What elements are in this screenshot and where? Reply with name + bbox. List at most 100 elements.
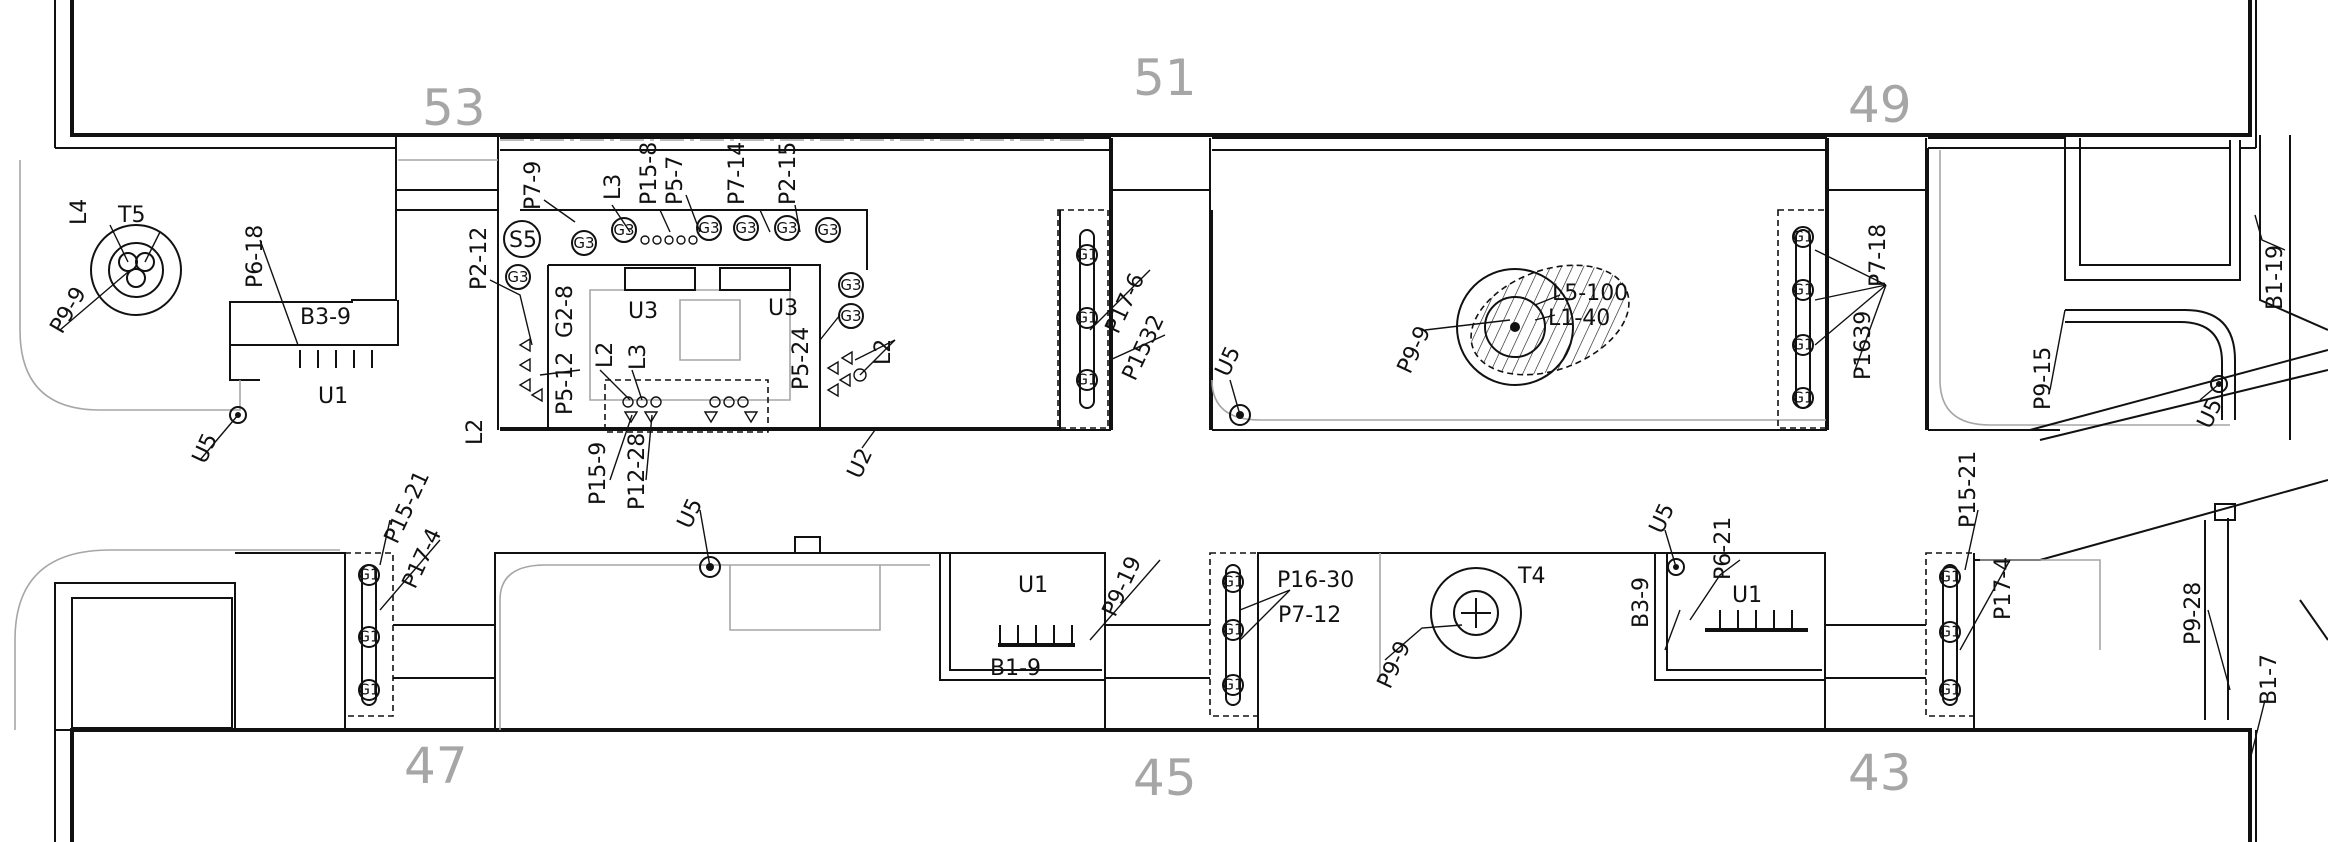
label-p7-12: P7-12 [1278,603,1341,628]
label-p17-4-b: P17-4 [1991,557,2016,620]
g1-symbol-label: G1 [1076,246,1097,264]
g1-symbol-label: G1 [1222,621,1243,639]
g1-symbol-circle [1076,369,1098,391]
label-u3-a: U3 [628,299,658,324]
g1-symbol-label: G1 [1792,228,1813,246]
g3-symbol-label: G3 [613,221,634,239]
label-b1-19: B1-19 [2263,245,2288,310]
label-b3-9-a: B3-9 [300,305,351,330]
g1-symbol-label: G1 [358,628,379,646]
upper-row-outlines [19,135,2328,441]
g3-symbol-label: G3 [735,219,756,237]
g1-symbol-circle [358,679,380,701]
g1-symbol-label: G1 [1792,336,1813,354]
g1-symbol-label: G1 [1076,309,1097,327]
g3-symbol-label: G3 [840,307,861,325]
label-p16-39: P1639 [1851,311,1876,380]
g1-symbol-label: G1 [1222,573,1243,591]
label-p7-18: P7-18 [1866,224,1891,287]
label-u1-a: U1 [318,384,348,409]
g1-symbol-label: G1 [1939,568,1960,586]
g3-symbol-circle [571,230,597,256]
g3-symbol-label: G3 [817,221,838,239]
tree-symbol-t5 [90,224,182,316]
label-p5-7: P5-7 [663,156,688,205]
label-l4: L4 [67,199,92,225]
label-p2-15: P2-15 [776,142,801,205]
label-p5-24: P5-24 [789,327,814,390]
plot-numbers: 53 51 49 47 45 43 [404,49,1912,807]
g1-markers [361,229,1958,706]
lower-row-outlines [14,479,2328,731]
label-u1-b: U1 [1018,573,1048,598]
top-building [54,0,2257,149]
label-u5-b: U5 [1211,343,1246,381]
g1-symbol-circle [1222,674,1244,696]
bottom-building [54,728,2257,842]
g1-symbol-circle [358,626,380,648]
g1-symbol-circle [1076,244,1098,266]
label-p9-15: P9-15 [2031,347,2056,410]
label-t5: T5 [117,203,145,228]
s5-label: S5 [509,228,537,253]
label-u3-b: U3 [768,296,798,321]
g1-symbol-label: G1 [1939,623,1960,641]
label-p6-18: P6-18 [243,225,268,288]
g3-symbol-label: G3 [840,276,861,294]
plot-number-49: 49 [1848,76,1912,134]
label-p12-28: P12-28 [625,433,650,510]
g3-symbol-circle [696,215,722,241]
label-l3-b: L3 [626,344,651,370]
label-p7-9: P7-9 [521,161,546,210]
g3-symbol-label: G3 [573,234,594,252]
plot-number-53: 53 [422,79,486,137]
annotation-labels: L4 T5 P9-9 P6-18 B3-9 U1 U5 P2-12 P7-9 L… [46,142,2288,705]
label-p5-12: P5-12 [553,352,578,415]
g1-symbol-label: G1 [358,566,379,584]
label-p7-14: P7-14 [725,142,750,205]
label-l1-40: L1-40 [1548,306,1610,331]
plot-number-43: 43 [1848,744,1912,802]
g1-symbol-circle [1792,334,1814,356]
label-l2-a: L2 [463,419,488,445]
l2-triangle-markers [518,235,867,424]
label-p15-8: P15-8 [637,142,662,205]
label-p6-21: P6-21 [1711,517,1736,580]
label-u5-e: U5 [1645,500,1680,538]
g1-symbol-circle [1792,387,1814,409]
label-u5-a: U5 [188,430,223,468]
g1-symbol-circle [1222,571,1244,593]
g1-symbol-circle [358,564,380,586]
label-l2-c: L2 [871,339,896,365]
g3-symbol-circle [815,217,841,243]
hatched-tree-crown [1456,264,1630,386]
label-p9-9-a: P9-9 [46,283,92,338]
g3-symbol-circle [505,264,531,290]
g1-symbol-circle [1076,307,1098,329]
label-l2-b: L2 [593,342,618,368]
g1-symbol-label: G1 [1939,681,1960,699]
label-b1-7: B1-7 [2257,654,2282,705]
u1-gullies [299,350,1808,647]
g3-symbol-label: G3 [698,219,719,237]
g3-symbol-label: G3 [776,219,797,237]
g1-symbol-circle [1792,279,1814,301]
plot-number-51: 51 [1133,49,1197,107]
g1-symbol-label: G1 [1792,389,1813,407]
label-p9-28: P9-28 [2181,582,2206,645]
g1-symbol-circle [1222,619,1244,641]
label-l3-a: L3 [601,174,626,200]
plot-number-45: 45 [1133,749,1197,807]
label-p9-9-b: P9-9 [1393,322,1436,377]
g1-symbol-circle [1939,566,1961,588]
label-b3-9-b: B3-9 [1629,577,1654,628]
label-l5-100: L5-100 [1552,281,1628,306]
label-t4: T4 [1517,564,1545,589]
label-p16-30: P16-30 [1277,568,1354,593]
label-u1-c: U1 [1732,583,1762,608]
label-b1-9: B1-9 [990,656,1041,681]
tree-symbol-t4 [1430,567,1522,659]
g3-symbol-label: G3 [507,268,528,286]
